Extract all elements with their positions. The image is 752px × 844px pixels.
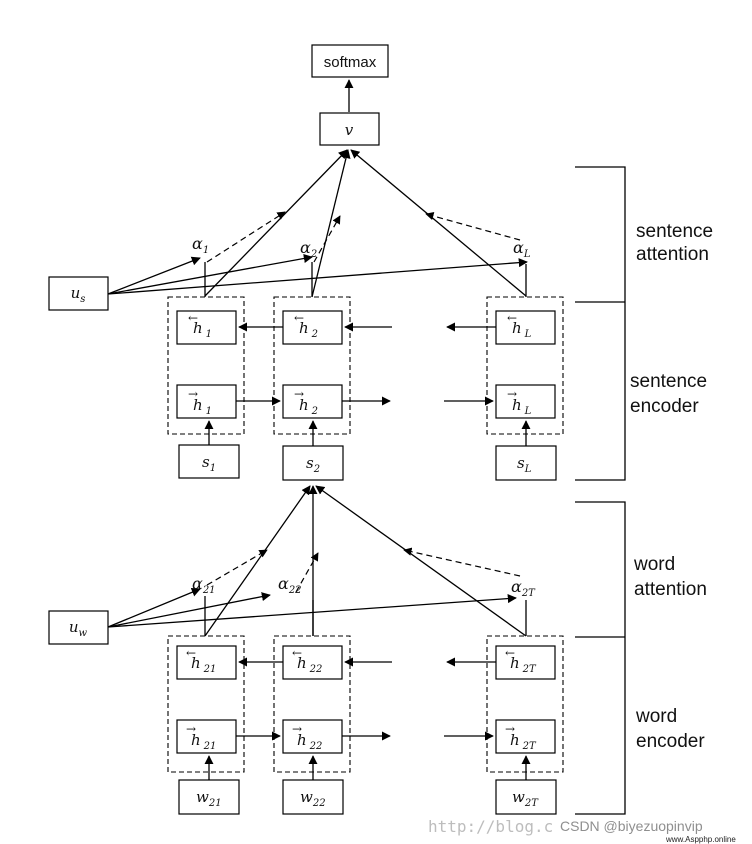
us-to-alpha2-arrow (107, 253, 313, 295)
word-attention-label-line2: attention (634, 579, 707, 600)
svg-text:w21: w21 (196, 788, 222, 809)
alpha-21-label: α21 (192, 574, 216, 596)
word-group-2T (486, 635, 564, 773)
right-arrow-icon: → (188, 387, 198, 401)
word-encoder-label-line1: word (635, 706, 677, 727)
sentence-encoder-label-line1: sentence (630, 371, 707, 392)
alpha21-dashed-arrow (206, 549, 268, 586)
word-input-22: w22 (282, 779, 344, 815)
word-input-21: w21 (178, 779, 240, 815)
alpha-2-label: α2 (300, 238, 317, 260)
us-node: us (48, 276, 109, 311)
svg-text:h22: h22 (297, 654, 322, 675)
right-arrow-icon: → (507, 387, 517, 401)
v-node: v (319, 112, 380, 146)
softmax-label: softmax (324, 54, 377, 71)
uw-to-alpha21-arrow (107, 587, 201, 628)
word-attention-label-line1: word (633, 554, 675, 575)
word-group-21 (167, 635, 245, 773)
left-arrow-icon: ← (505, 646, 515, 660)
sentence-group-1 (167, 296, 245, 435)
svg-text:hL: hL (512, 319, 532, 340)
alpha22-dashed-arrow (295, 552, 319, 593)
uw-to-alpha22-arrow (107, 592, 271, 628)
sentence-input-2: s2 (282, 445, 344, 481)
us-label: us (71, 284, 86, 305)
sentence-attention-label-line2: attention (636, 244, 709, 265)
svg-text:s1: s1 (202, 453, 216, 474)
alphaL-to-v-arrow (350, 149, 527, 297)
alpha21-to-s2-arrow (204, 485, 311, 637)
sentence-encoder-label-line2: encoder (630, 396, 699, 417)
left-arrow-icon: ← (186, 646, 196, 660)
right-arrow-icon: → (505, 722, 515, 736)
svg-text:sL: sL (517, 454, 532, 475)
right-arrow-icon: → (294, 387, 304, 401)
watermark-site: www.Aspphp.online (665, 835, 736, 844)
svg-text:h2T: h2T (510, 654, 537, 675)
sentence-input-L: sL (495, 445, 557, 481)
left-arrow-icon: ← (294, 311, 304, 325)
uw-to-alpha2T-arrow (107, 594, 517, 628)
svg-text:w2T: w2T (512, 788, 539, 809)
word-input-2T: w2T (495, 779, 557, 815)
uw-node: uw (48, 610, 109, 645)
sentence-attention-label-line1: sentence (636, 221, 713, 242)
alpha2-to-v-arrow (311, 149, 351, 298)
svg-text:s2: s2 (306, 454, 320, 475)
sentence-bracket (575, 166, 626, 481)
alpha-2T-label: α2T (511, 577, 536, 599)
svg-text:h1: h1 (193, 396, 212, 417)
us-to-alphaL-arrow (107, 258, 528, 295)
softmax-node: softmax (311, 44, 389, 78)
word-encoder-label-line2: encoder (636, 731, 705, 752)
watermark-faint: http://blog.c (428, 817, 553, 836)
alpha2T-to-s2-arrow (315, 485, 527, 637)
svg-text:h2T: h2T (510, 731, 537, 752)
svg-text:h2: h2 (299, 396, 318, 417)
v-label: v (345, 121, 354, 139)
svg-text:h1: h1 (193, 319, 212, 340)
sentence-group-2 (273, 296, 351, 435)
word-bracket (575, 501, 626, 815)
alpha2T-dashed-arrow (403, 547, 521, 577)
alpha-L-label: αL (513, 238, 531, 260)
sentence-input-1: s1 (178, 444, 240, 479)
right-arrow-icon: → (186, 722, 196, 736)
watermark-main: CSDN @biyezuopinvip (560, 818, 703, 834)
uw-label: uw (69, 618, 88, 639)
alpha2-dashed-arrow (313, 215, 341, 263)
left-arrow-icon: ← (292, 646, 302, 660)
alpha-22-label: α22 (278, 574, 302, 596)
svg-text:h22: h22 (297, 731, 322, 752)
sentence-group-L (486, 296, 564, 435)
left-arrow-icon: ← (188, 311, 198, 325)
svg-text:hL: hL (512, 396, 532, 417)
right-arrow-icon: → (292, 722, 302, 736)
alphaL-dashed-arrow (425, 211, 521, 241)
alpha1-to-v-arrow (204, 149, 348, 297)
word-group-22 (273, 635, 351, 773)
left-arrow-icon: ← (507, 311, 517, 325)
us-to-alpha1-arrow (107, 256, 201, 295)
alpha-1-label: α1 (192, 234, 209, 256)
alpha1-dashed-arrow (206, 211, 286, 263)
svg-text:h21: h21 (191, 654, 216, 675)
svg-text:h2: h2 (299, 319, 318, 340)
svg-text:h21: h21 (191, 731, 216, 752)
svg-text:w22: w22 (300, 788, 326, 809)
